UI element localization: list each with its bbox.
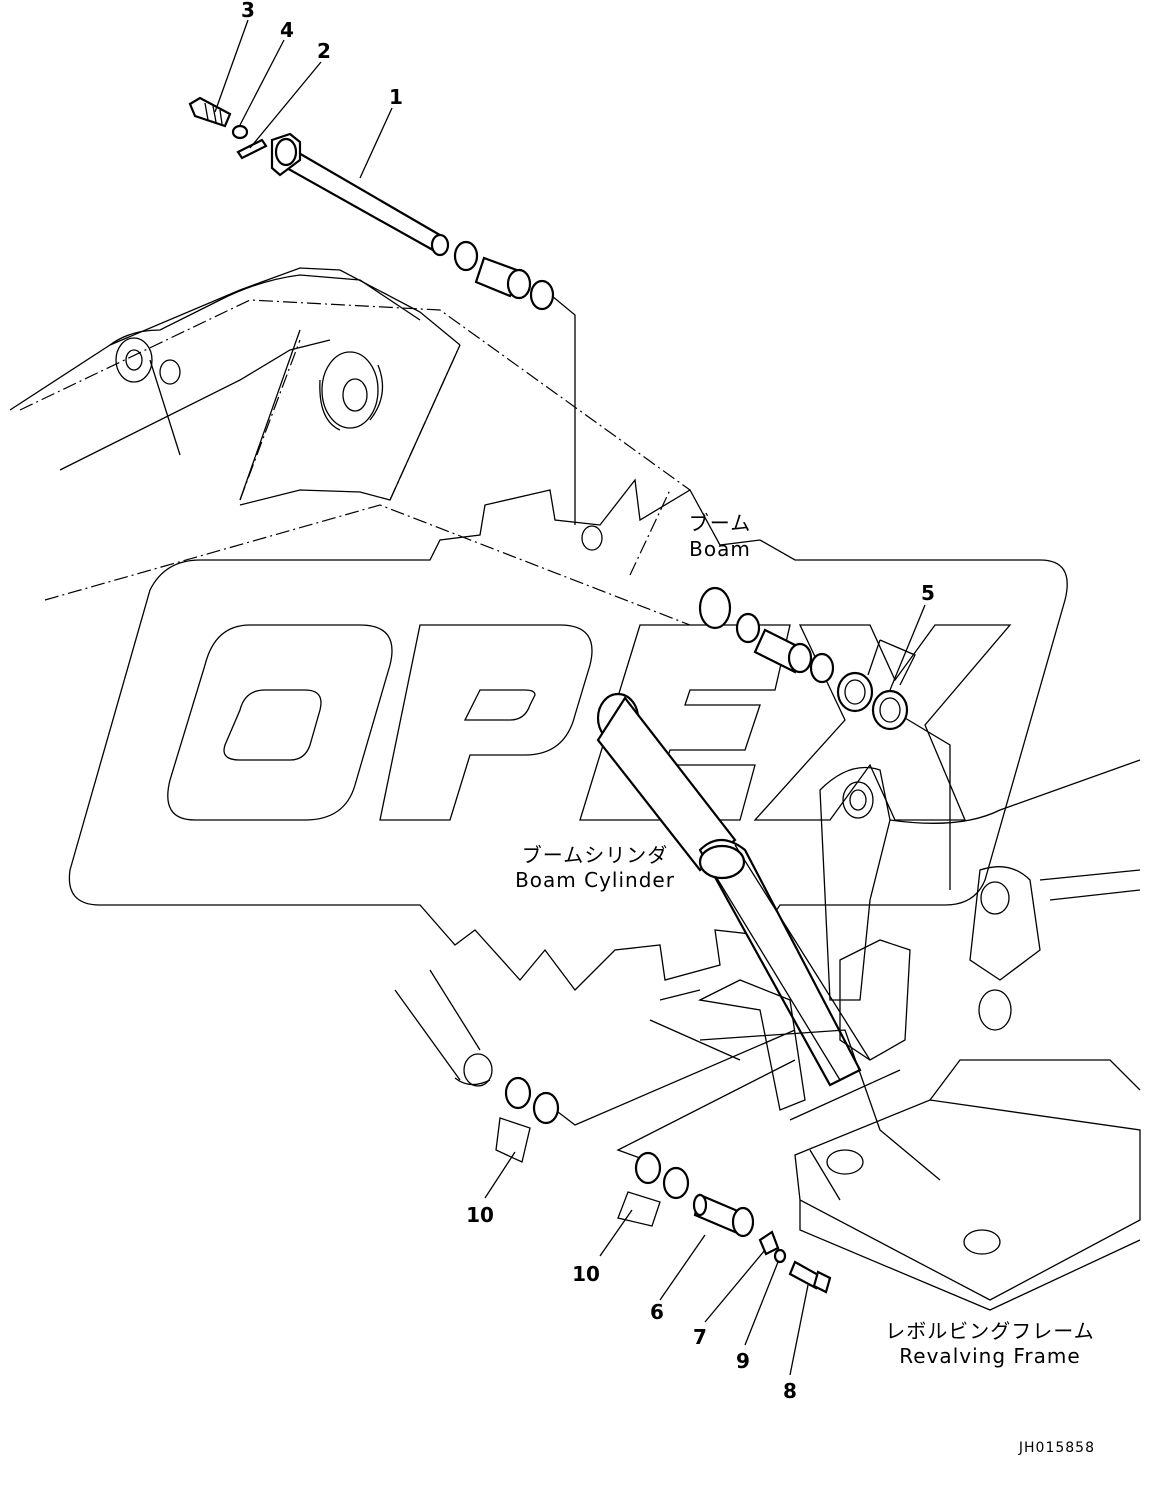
lock-plate-part-2 [236,138,268,160]
boom-cylinder [596,692,871,1087]
bushing-set-upper [453,240,555,311]
callout-7: 7 [693,1325,707,1349]
callout-10-right: 10 [572,1262,600,1286]
letter-o [167,624,393,821]
boom-outline [9,267,691,626]
washer-part-9 [773,1248,787,1264]
letter-e [579,624,791,821]
bushing-set-lower [698,586,835,684]
callout-8: 8 [783,1379,797,1403]
callout-4: 4 [280,18,294,42]
bolt-part-8 [788,1260,832,1294]
revolving-frame [649,759,1141,1311]
bolt-part-3 [188,96,232,128]
washer-part-4 [231,124,249,140]
letter-p [379,624,593,821]
callout-5: 5 [921,581,935,605]
plate-part-7 [758,1230,780,1256]
label-revolving-frame-en: Revalving Frame [899,1344,1080,1368]
shim-part-10-right [617,1151,690,1227]
callout-10-left: 10 [466,1203,494,1227]
callout-3: 3 [241,0,255,22]
leader-lines [214,19,926,1376]
label-boom-jp: ブーム [689,511,751,535]
opex-watermark [68,478,1068,991]
callout-9: 9 [736,1349,750,1373]
pin-part-6 [692,1193,755,1238]
cylinder-rod-left [394,969,493,1087]
label-boom-cylinder-en: Boam Cylinder [515,868,675,892]
label-boom-en: Boam [689,537,751,561]
boom-foot-pin [270,132,450,257]
callout-2: 2 [317,39,331,63]
shim-part-5 [836,639,916,731]
callout-6: 6 [650,1300,664,1324]
callout-1: 1 [389,85,403,109]
document-code: JH015858 [1018,1440,1095,1456]
label-revolving-frame-jp: レボルビングフレーム [885,1319,1094,1343]
letter-x [753,624,1012,821]
shim-part-10-left [495,1076,560,1163]
label-boom-cylinder-jp: ブームシリンダ [522,843,668,867]
gear-outline [68,478,1068,991]
